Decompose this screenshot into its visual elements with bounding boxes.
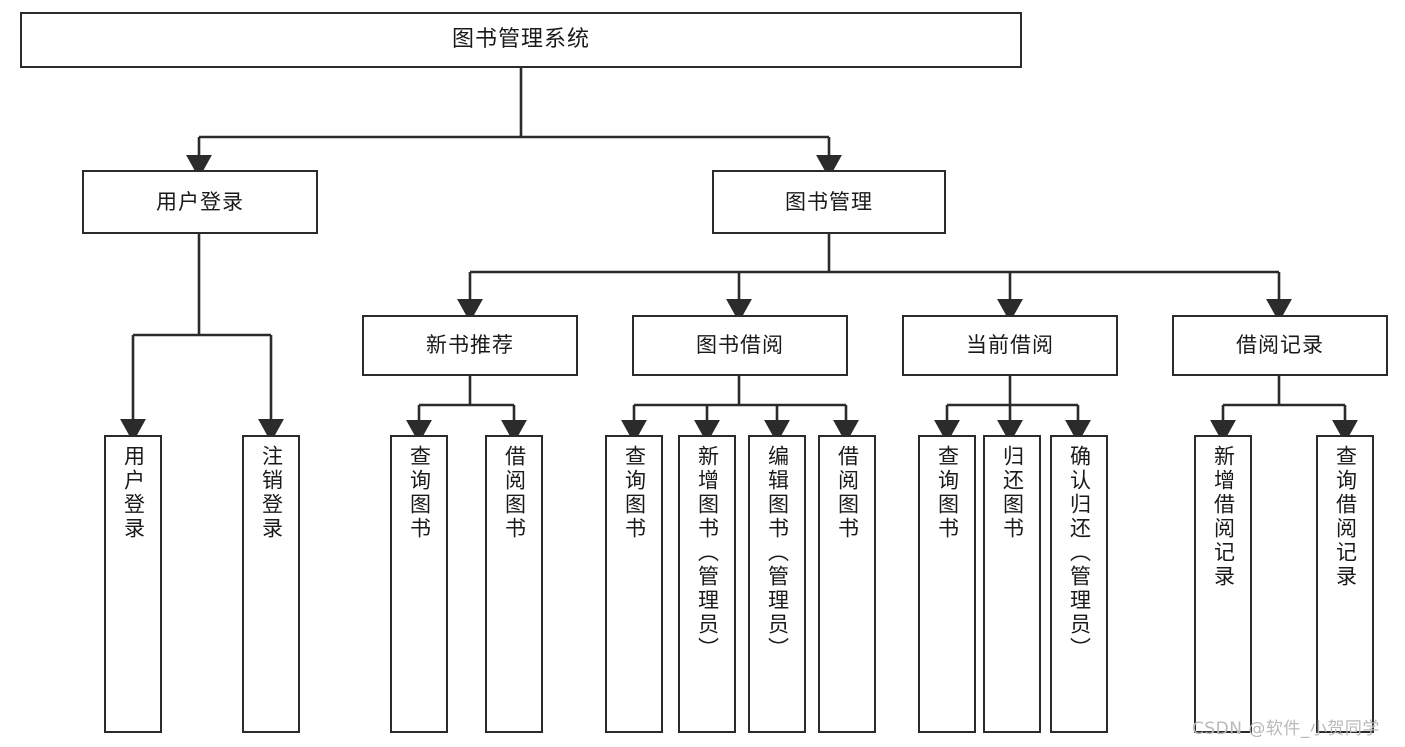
node-current-borrow[interactable]: 当前借阅 (902, 315, 1118, 376)
node-root-book-management-system[interactable]: 图书管理系统 (20, 12, 1022, 68)
leaf-borrow-borrow-book[interactable]: 借阅图书 (818, 435, 876, 733)
leaf-current-return-book[interactable]: 归还图书 (983, 435, 1041, 733)
node-label: 编辑图书（管理员） (765, 445, 790, 661)
node-label: 借阅图书 (835, 445, 860, 541)
node-book-borrow[interactable]: 图书借阅 (632, 315, 848, 376)
node-book-management[interactable]: 图书管理 (712, 170, 946, 234)
node-label: 新书推荐 (426, 333, 514, 358)
node-label: 借阅图书 (502, 445, 527, 541)
node-label: 查询图书 (407, 445, 432, 541)
node-label: 新增借阅记录 (1211, 445, 1236, 589)
node-label: 归还图书 (1000, 445, 1025, 541)
node-label: 当前借阅 (966, 333, 1054, 358)
leaf-recommend-borrow-book[interactable]: 借阅图书 (485, 435, 543, 733)
node-label: 查询借阅记录 (1333, 445, 1358, 589)
node-new-book-recommend[interactable]: 新书推荐 (362, 315, 578, 376)
node-label: 图书借阅 (696, 333, 784, 358)
node-label: 确认归还（管理员） (1067, 445, 1092, 661)
leaf-recommend-query-book[interactable]: 查询图书 (390, 435, 448, 733)
node-label: 查询图书 (622, 445, 647, 541)
leaf-record-query-record[interactable]: 查询借阅记录 (1316, 435, 1374, 733)
leaf-current-confirm-return-admin[interactable]: 确认归还（管理员） (1050, 435, 1108, 733)
node-user-login[interactable]: 用户登录 (82, 170, 318, 234)
node-label: 注销登录 (259, 445, 284, 541)
node-label: 新增图书（管理员） (695, 445, 720, 661)
node-label: 借阅记录 (1236, 333, 1324, 358)
leaf-borrow-add-book-admin[interactable]: 新增图书（管理员） (678, 435, 736, 733)
node-borrow-record[interactable]: 借阅记录 (1172, 315, 1388, 376)
node-label: 图书管理 (785, 189, 873, 214)
leaf-record-add-record[interactable]: 新增借阅记录 (1194, 435, 1252, 733)
node-label: 用户登录 (156, 189, 244, 214)
leaf-borrow-query-book[interactable]: 查询图书 (605, 435, 663, 733)
leaf-borrow-edit-book-admin[interactable]: 编辑图书（管理员） (748, 435, 806, 733)
leaf-current-query-book[interactable]: 查询图书 (918, 435, 976, 733)
node-label: 用户登录 (121, 445, 146, 541)
leaf-user-login-signout[interactable]: 注销登录 (242, 435, 300, 733)
node-label: 图书管理系统 (451, 27, 590, 53)
node-label: 查询图书 (935, 445, 960, 541)
leaf-user-login-signin[interactable]: 用户登录 (104, 435, 162, 733)
csdn-watermark: CSDN @软件_小贺同学 (1192, 719, 1380, 739)
